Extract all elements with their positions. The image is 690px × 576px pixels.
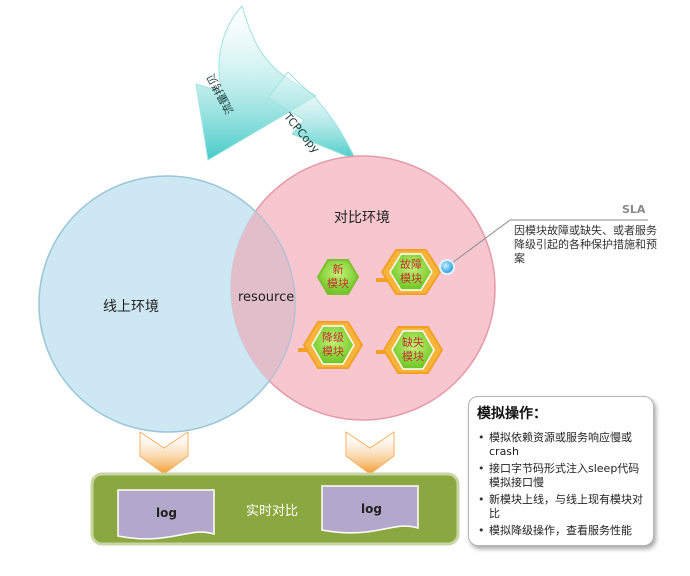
module-new-label: 新 模块	[327, 263, 349, 290]
note-item: 模拟依赖资源或服务响应慢或crash	[478, 431, 647, 459]
notes-title: 模拟操作：	[477, 406, 547, 422]
sla-dot	[439, 259, 455, 275]
log-left-doc	[117, 489, 215, 540]
online-down-arrow	[139, 431, 189, 475]
module-fault-hex	[376, 249, 442, 295]
simulation-notes-box: 模拟操作： 模拟依赖资源或服务响应慢或crash 接口字节码形式注入sleep代…	[468, 396, 654, 546]
traffic-copy-arrow	[195, 5, 317, 161]
sla-callout	[439, 219, 648, 275]
sla-title: SLA	[622, 203, 646, 216]
module-new-hex	[316, 259, 360, 295]
module-missing-hex	[376, 326, 444, 374]
notes-list: 模拟依赖资源或服务响应慢或crash 接口字节码形式注入sleep代码模拟接口慢…	[477, 431, 647, 538]
compare-env-label: 对比环境	[334, 210, 390, 226]
log-right-label: log	[361, 502, 382, 516]
module-degrade-label: 降级 模块	[322, 331, 344, 358]
online-env-label: 线上环境	[103, 299, 159, 315]
tcpcopy-arrow	[267, 71, 358, 161]
module-missing-label: 缺失 模块	[402, 336, 424, 363]
compare-down-arrow	[345, 431, 395, 475]
realtime-compare-label: 实时对比	[246, 504, 299, 519]
module-degrade-hex	[298, 321, 364, 369]
log-right-doc	[321, 485, 419, 534]
log-left-label: log	[156, 506, 177, 520]
resource-label: resource	[238, 290, 295, 305]
note-item: 新模块上线，与线上现有模块对比	[478, 493, 647, 521]
module-fault-label: 故障 模块	[400, 258, 422, 285]
sla-description: 因模块故障或缺失、或者服务降级引起的各种保护措施和预案	[514, 224, 657, 265]
note-item: 接口字节码形式注入sleep代码模拟接口慢	[478, 462, 647, 490]
note-item: 模拟降级操作，查看服务性能	[478, 524, 647, 538]
